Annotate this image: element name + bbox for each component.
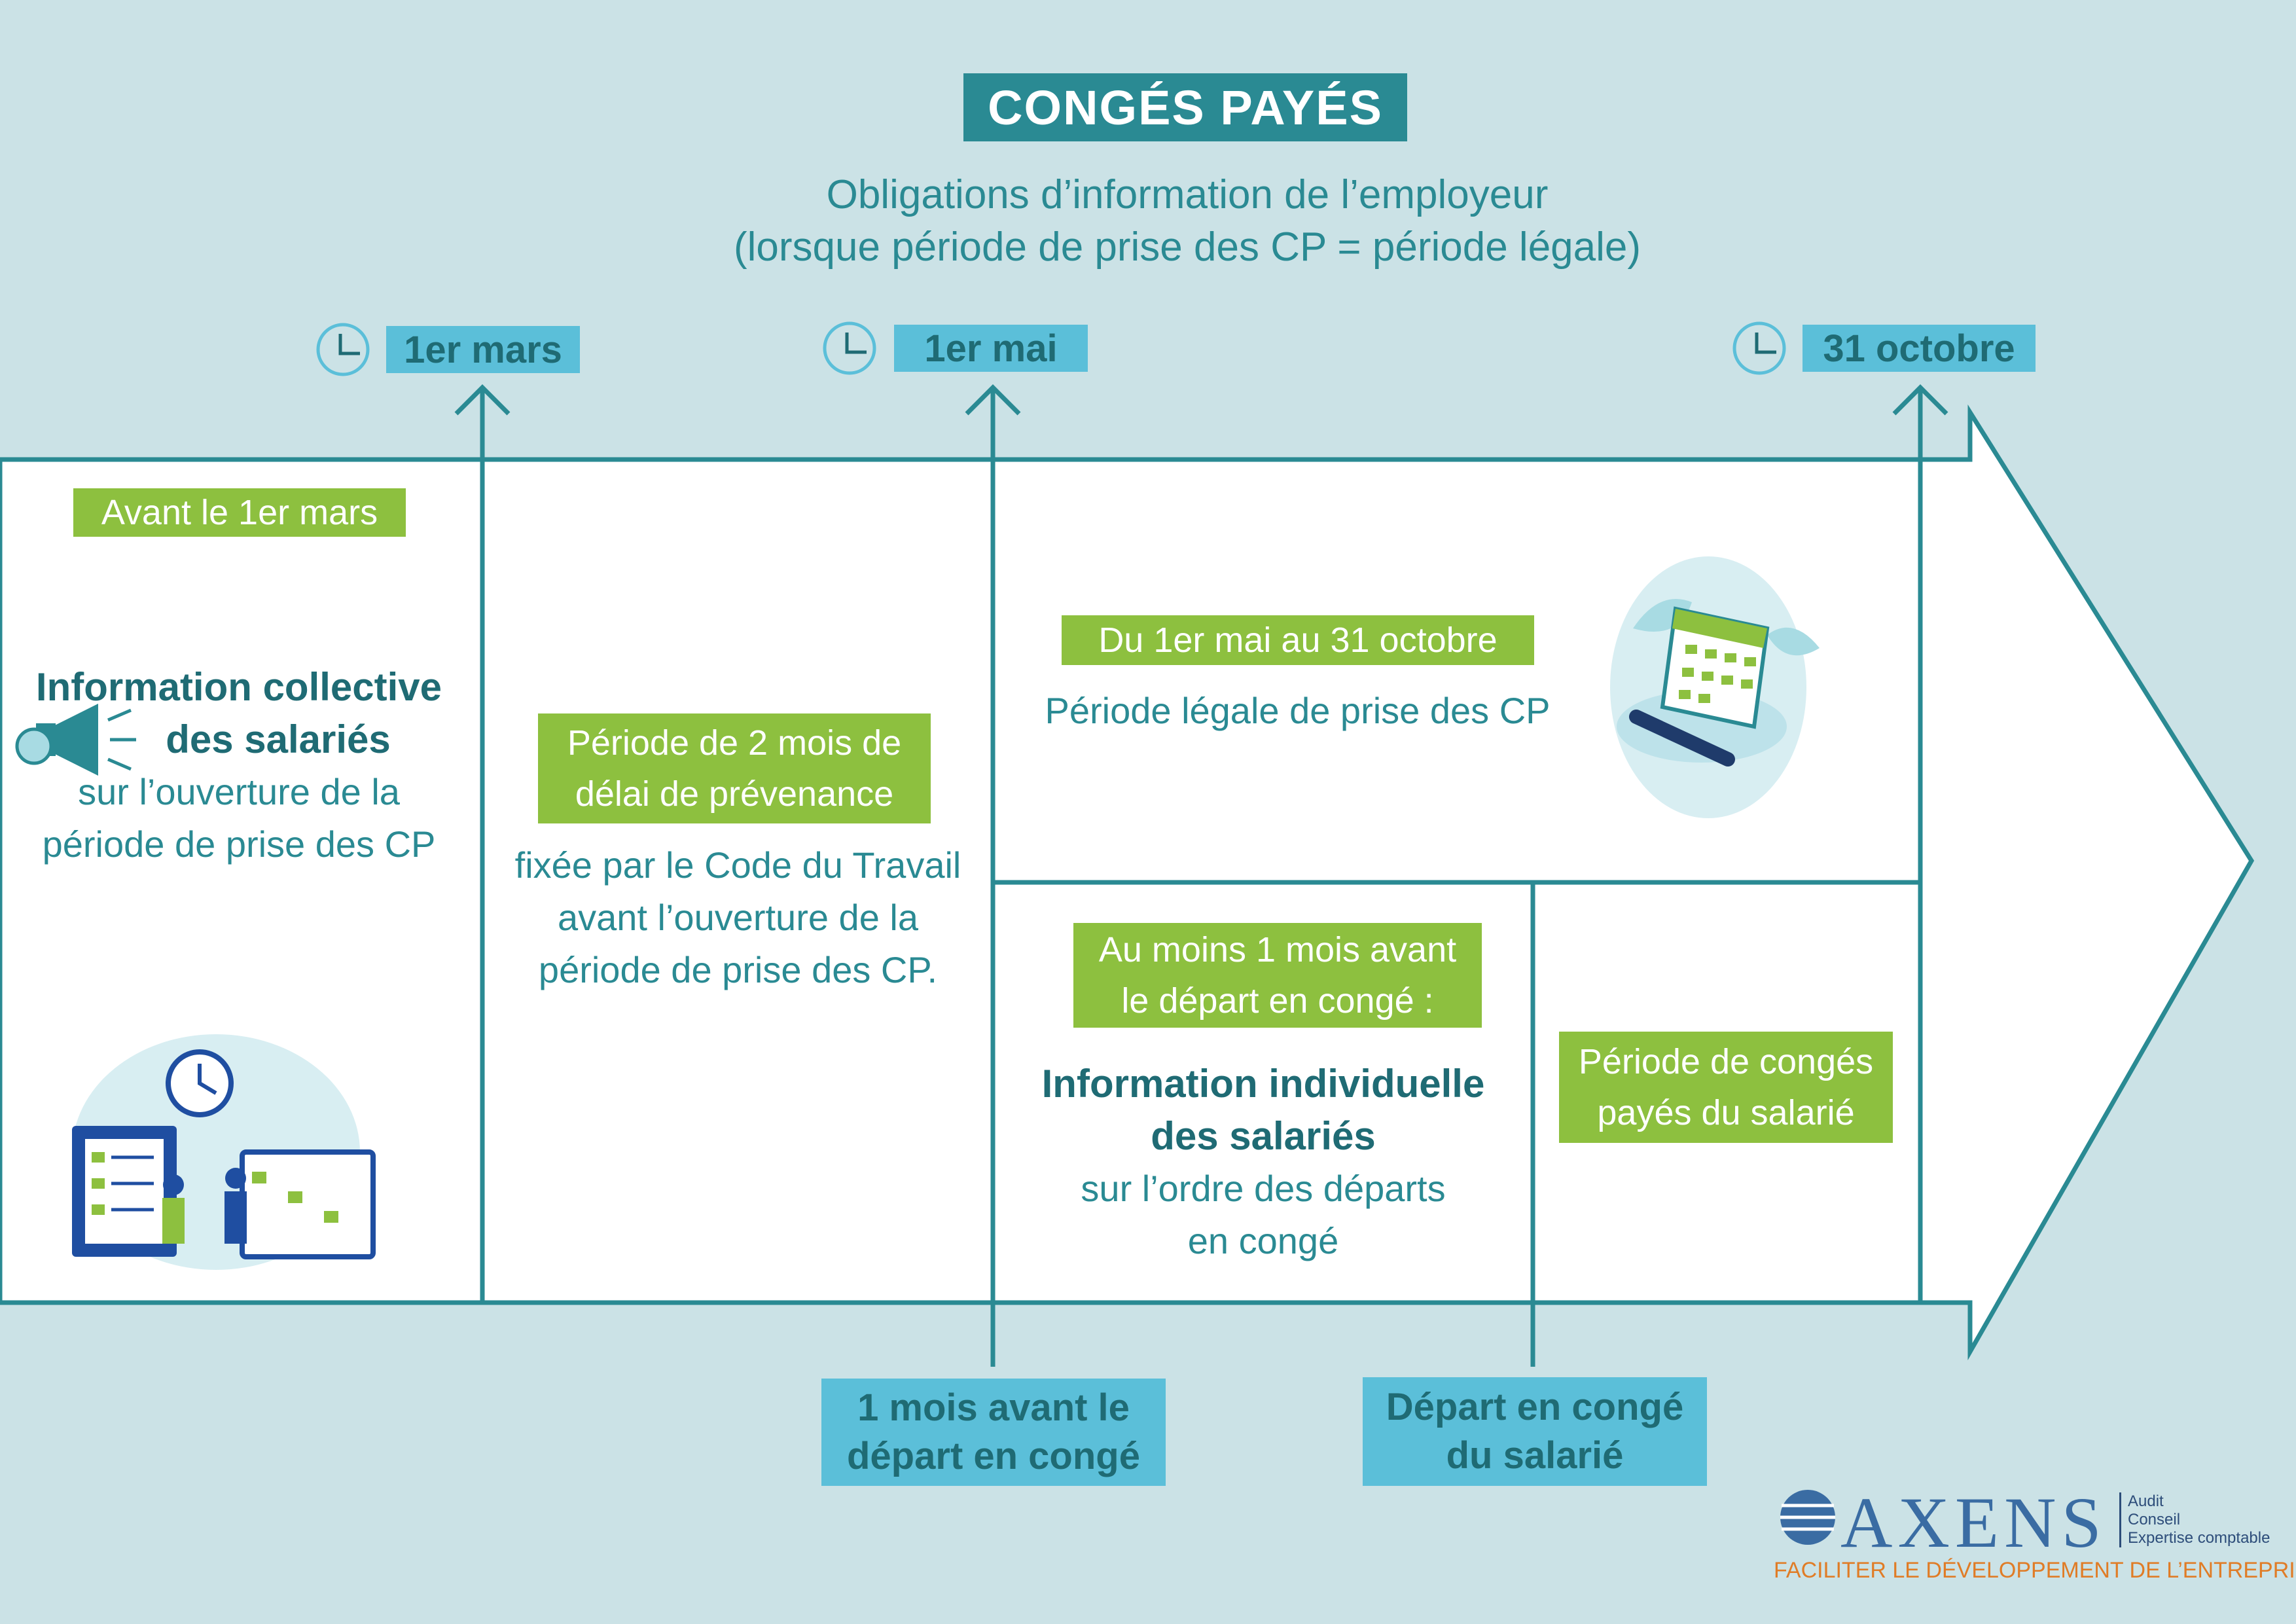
col3-top-text: Période légale de prise des CP [1001,685,1594,737]
col1-text: Information collective des salariés sur … [0,661,478,871]
divider-1er-mai [965,384,1021,1367]
col3-line: sur l’ordre des départs [1081,1168,1446,1209]
col1-bold-line: des salariés [166,717,391,761]
col3-bottom-text: Information individuelle des salariés su… [998,1058,1528,1267]
logo-service: Audit [2128,1492,2164,1510]
col2-line: avant l’ouverture de la [557,897,918,938]
tag-au-moins-1-mois: Au moins 1 mois avant le départ en congé… [1073,923,1482,1028]
clock-icon [316,323,370,376]
col3-line: en congé [1187,1220,1339,1261]
megaphone-icon [15,704,136,776]
tag-text: Avant le 1er mars [101,493,378,532]
tag-du-1er-mai-au-31-octobre: Du 1er mai au 31 octobre [1062,615,1534,665]
col3-bold-line: Information individuelle [1041,1062,1485,1106]
clock-icon [1732,321,1786,375]
axens-globe-logo [1780,1490,1835,1545]
label-depart-en-conge: Départ en congé du salarié [1363,1377,1707,1486]
tag-periode-conges-payes: Période de congés payés du salarié [1559,1032,1893,1143]
axens-logo-name: AXENS [1840,1483,2107,1562]
col2-line: période de prise des CP. [538,949,938,990]
label-1-mois-avant: 1 mois avant le départ en congé [821,1379,1166,1486]
col3-bold-line: des salariés [1151,1114,1376,1158]
tag-periode-2-mois: Période de 2 mois de délai de prévenance [538,713,931,823]
subtitle-line: (lorsque période de prise des CP = pério… [733,225,1641,270]
logo-service: Expertise comptable [2128,1529,2270,1547]
axens-logo-services: Audit Conseil Expertise comptable [2119,1492,2270,1547]
col1-line: sur l’ouverture de la [78,771,400,812]
tag-text: Du 1er mai au 31 octobre [1098,621,1498,660]
tag-text: délai de prévenance [575,774,894,814]
label-text: 1 mois avant le [857,1386,1130,1429]
col3-top-line: Période légale de prise des CP [1045,690,1551,731]
col1-line: période de prise des CP [42,823,436,865]
calendar-illustration [1610,556,1820,818]
subtitle-line: Obligations d’information de l’employeur [826,172,1549,217]
date-tag-31-octobre: 31 octobre [1803,325,2036,372]
tag-text: Période de congés [1578,1042,1874,1081]
logo-service: Conseil [2128,1511,2181,1528]
page-title: CONGÉS PAYÉS [963,73,1407,141]
label-text: départ en congé [847,1435,1140,1477]
tag-text: payés du salarié [1597,1093,1855,1132]
col2-line: fixée par le Code du Travail [514,844,961,886]
divider-31-octobre [1892,384,1948,1303]
tag-text: Période de 2 mois de [567,723,902,763]
tag-text: le départ en congé : [1121,981,1434,1020]
tag-text: Au moins 1 mois avant [1098,930,1457,969]
label-text: Départ en congé [1386,1386,1684,1428]
page-subtitle: Obligations d’information de l’employeur… [493,169,1881,274]
date-tag-1er-mai: 1er mai [894,325,1088,372]
col1-bold-line: Information collective [35,665,442,709]
date-tag-1er-mars: 1er mars [386,326,580,373]
clock-icon [823,321,876,375]
planning-illustration [72,1034,376,1270]
label-text: du salarié [1446,1434,1624,1477]
divider-1er-mars [454,384,511,1303]
col2-text: fixée par le Code du Travail avant l’ouv… [488,839,988,996]
axens-tagline: FACILITER LE DÉVELOPPEMENT DE L’ENTREPRI… [1774,1558,2296,1583]
tag-avant-1er-mars: Avant le 1er mars [73,488,406,537]
